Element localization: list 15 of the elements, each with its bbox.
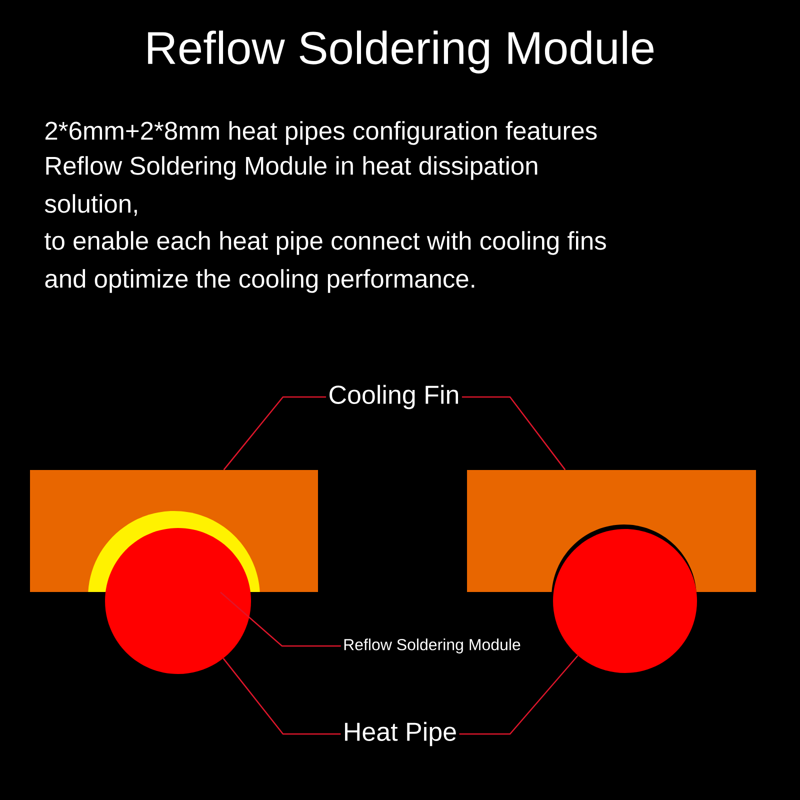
cooling-fin-label: Cooling Fin xyxy=(330,384,458,410)
description-line: Reflow Soldering Module in heat dissipation xyxy=(46,156,538,180)
module-label: Reflow Soldering Module xyxy=(344,638,520,654)
leader-line xyxy=(222,658,341,735)
description-line: solution, xyxy=(44,194,137,216)
leader-line xyxy=(220,592,341,647)
description-line: 2*6mm+2*8mm heat pipes configuration features xyxy=(45,121,597,145)
title: Reflow Soldering Module xyxy=(148,30,654,74)
leader-line xyxy=(459,655,578,735)
description-line: to enable each heat pipe connect with cooling fins xyxy=(44,231,606,255)
description-line: and optimize the cooling performance. xyxy=(45,269,474,293)
heat-pipe-label: Heat Pipe xyxy=(345,722,456,746)
leader-line xyxy=(462,396,566,470)
leader-line xyxy=(223,396,326,470)
heat-pipe xyxy=(552,524,697,673)
